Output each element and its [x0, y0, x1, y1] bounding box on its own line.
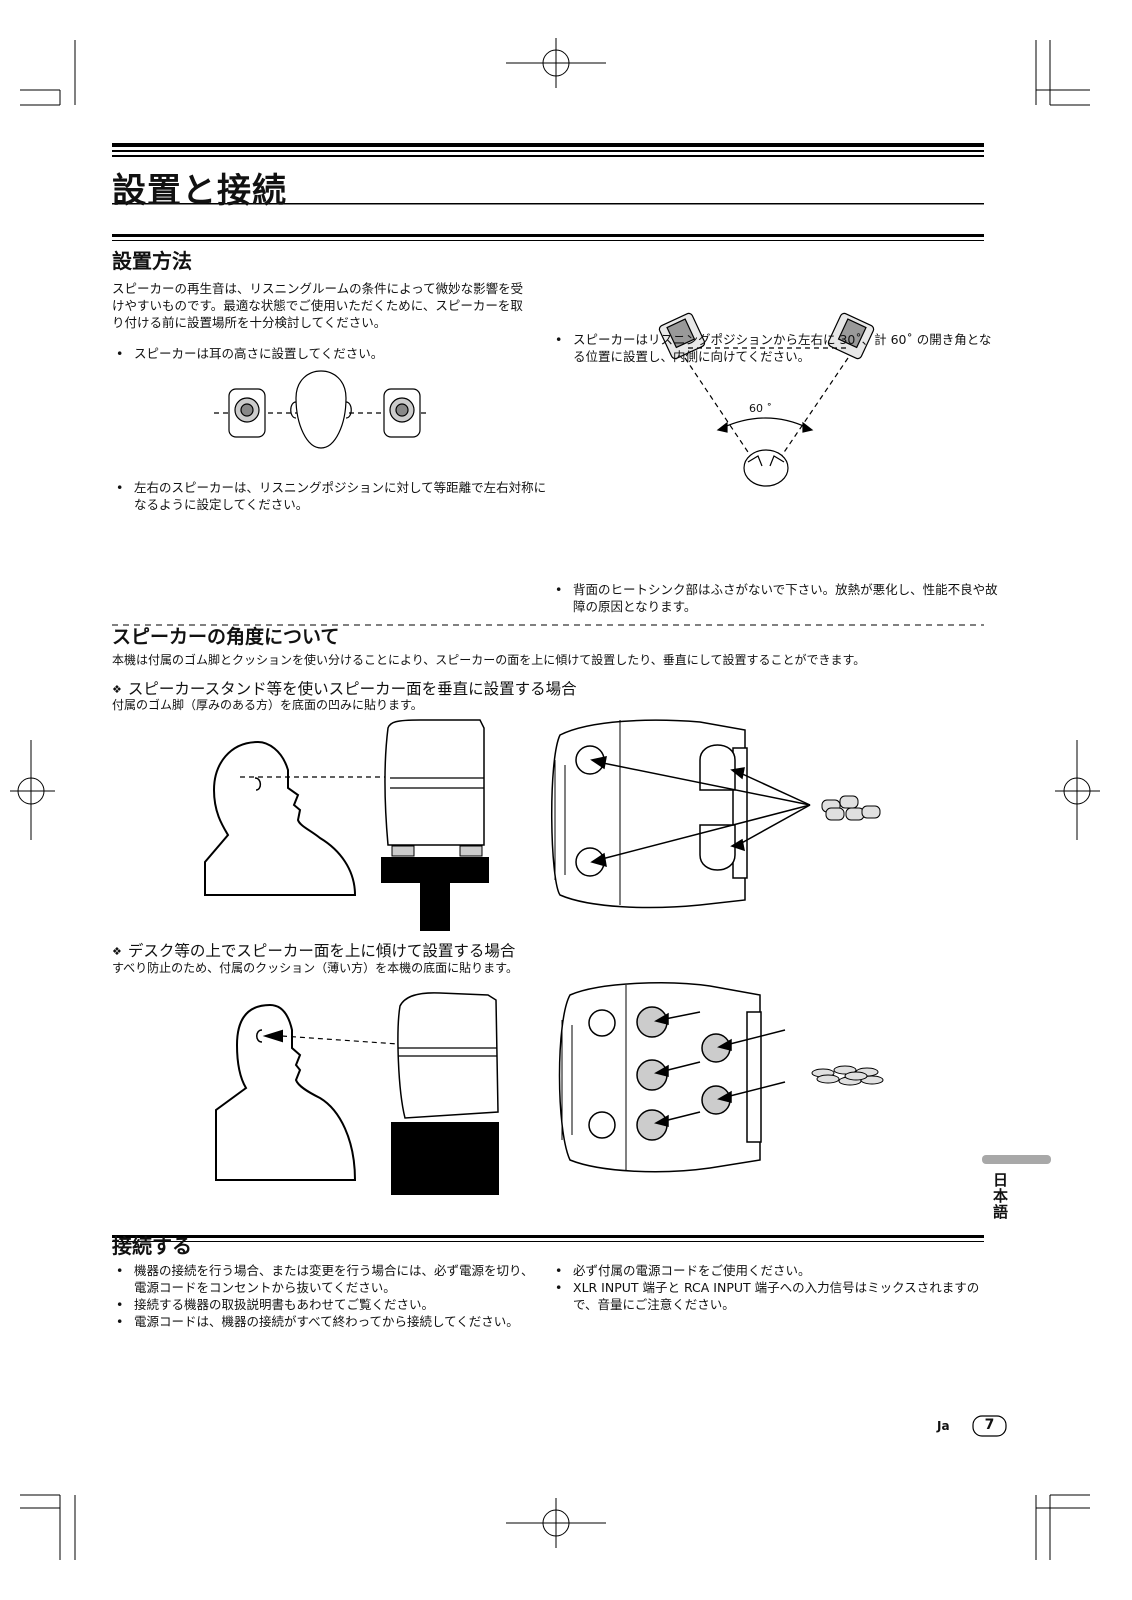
- side-tab-label: 日本語: [991, 1172, 1009, 1220]
- connect-heading: 接続する: [112, 1234, 192, 1258]
- case1-title: ❖ スピーカースタンド等を使いスピーカー面を垂直に設置する場合: [112, 680, 577, 699]
- angle-intro: 本機は付属のゴム脚とクッションを使い分けることにより、スピーカーの面を上に傾けて…: [112, 653, 866, 667]
- list-item: 機器の接続を行う場合、または変更を行う場合には、必ず電源を切り、電源コードをコン…: [112, 1262, 542, 1296]
- case2-cushions: [811, 1065, 884, 1086]
- footer-lang: Ja: [937, 1419, 950, 1433]
- page-title: 設置と接続: [112, 171, 287, 211]
- bullet-symmetric: 左右のスピーカーは、リスニングポジションに対して等距離で左右対称になるように設定…: [112, 479, 554, 513]
- case1-side-view: [204, 719, 485, 896]
- page-number: 7: [984, 1417, 995, 1433]
- case1-text: 付属のゴム脚（厚みのある方）を底面の凹みに貼ります。: [112, 698, 423, 712]
- placement-heading: 設置方法: [112, 249, 192, 273]
- list-item: XLR INPUT 端子と RCA INPUT 端子への入力信号はミックスされま…: [551, 1279, 981, 1313]
- case2-bottom-view: [558, 982, 786, 1173]
- registration-marks: [10, 38, 1100, 1548]
- side-tab-bar: [982, 1155, 1051, 1164]
- title-rules: [112, 143, 984, 1242]
- list-item: 電源コードは、機器の接続がすべて終わってから接続してください。: [112, 1313, 542, 1330]
- ear-height-diagram: [214, 370, 426, 449]
- list-item: 接続する機器の取扱説明書もあわせてご覧ください。: [112, 1296, 542, 1313]
- case2-title-text: デスク等の上でスピーカー面を上に傾けて設置する場合: [127, 942, 516, 960]
- bullet-ear-height: スピーカーは耳の高さに設置してください。: [112, 345, 554, 362]
- bullet-heatsink: 背面のヒートシンク部はふさがないで下さい。放熱が悪化し、性能不良や故障の原因とな…: [551, 581, 1003, 615]
- connect-right-list: 必ず付属の電源コードをご使用ください。 XLR INPUT 端子と RCA IN…: [551, 1262, 981, 1313]
- case2-text: すべり防止のため、付属のクッション（薄い方）を本機の底面に貼ります。: [112, 961, 518, 975]
- case2-desk: [391, 1122, 499, 1195]
- page-number-box: [972, 1415, 1007, 1437]
- diamond-icon: ❖: [112, 683, 122, 696]
- list-item: 必ず付属の電源コードをご使用ください。: [551, 1262, 981, 1279]
- case1-stand: [381, 857, 489, 931]
- diamond-icon: ❖: [112, 945, 122, 958]
- connect-left-list: 機器の接続を行う場合、または変更を行う場合には、必ず電源を切り、電源コードをコン…: [112, 1262, 542, 1330]
- bullet-sixty-degrees: スピーカーはリスニングポジションから左右に 30˚、計 60˚ の開き角となる位…: [551, 331, 1003, 365]
- angle-label: 60 ˚: [749, 402, 772, 415]
- case1-title-text: スピーカースタンド等を使いスピーカー面を垂直に設置する場合: [127, 680, 577, 698]
- crop-marks: [20, 40, 1090, 1560]
- angle-heading: スピーカーの角度について: [112, 626, 340, 648]
- case2-title: ❖ デスク等の上でスピーカー面を上に傾けて設置する場合: [112, 942, 515, 961]
- case1-bottom-view: [550, 719, 811, 909]
- placement-intro: スピーカーの再生音は、リスニングルームの条件によって微妙な影響を受けやすいもので…: [112, 281, 524, 330]
- case1-rubber-feet: [821, 795, 881, 821]
- case2-side-view: [215, 992, 499, 1181]
